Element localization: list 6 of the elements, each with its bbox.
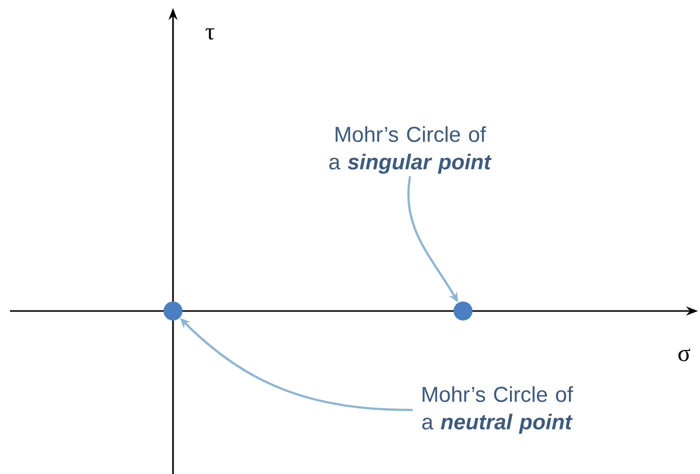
- axis-label: σ: [678, 348, 690, 362]
- caption-text: Mohr’s Circle of a neutral point: [422, 386, 574, 434]
- point-dot: [454, 302, 472, 320]
- point-dot: [164, 302, 182, 320]
- axis-label: τ: [206, 28, 214, 40]
- caption-text: Mohr’s Circle of a singular point: [329, 126, 492, 174]
